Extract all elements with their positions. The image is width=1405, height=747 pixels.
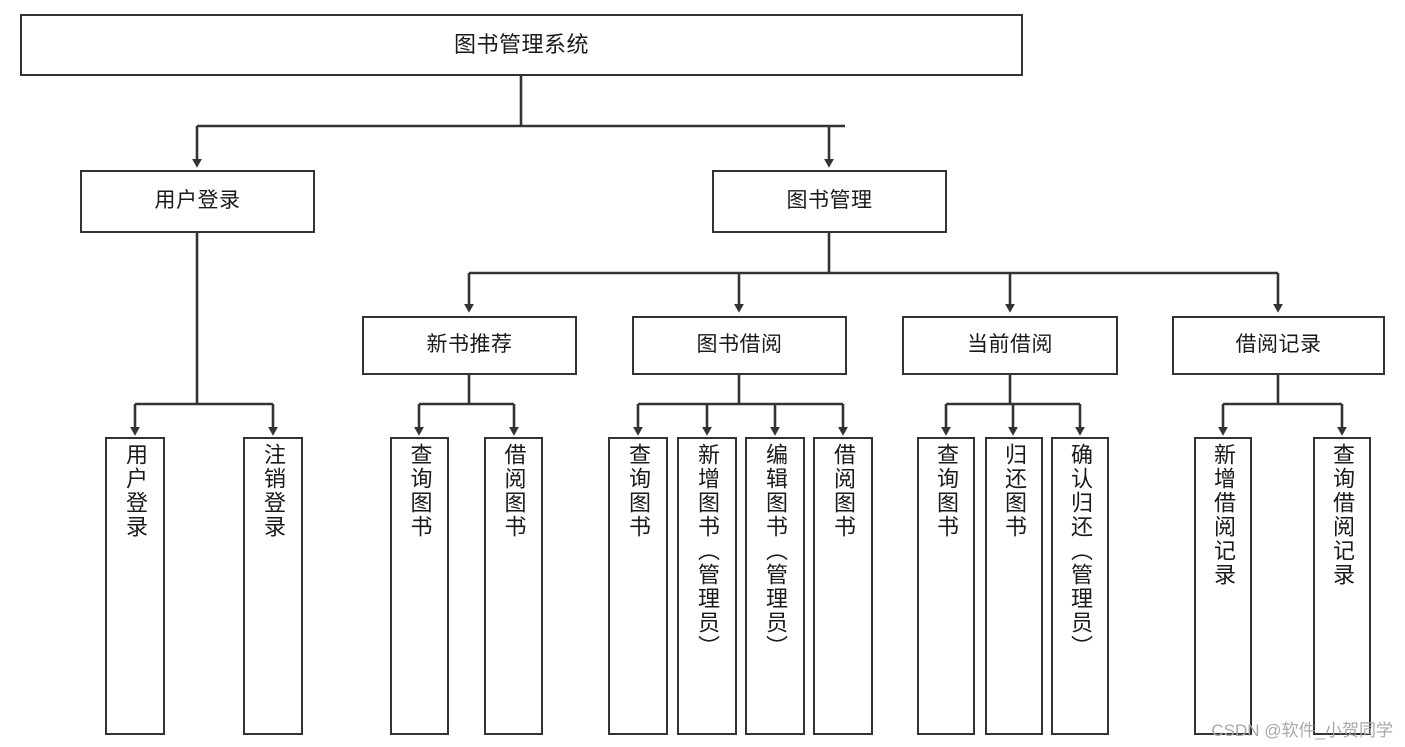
node-leaf-confirm-return[interactable]: 确认归还（管理员）: [1051, 437, 1109, 735]
node-leaf-add-record[interactable]: 新增借阅记录: [1194, 437, 1252, 735]
node-current-borrow[interactable]: 当前借阅: [902, 316, 1118, 375]
node-book-borrow[interactable]: 图书借阅: [632, 316, 847, 375]
node-leaf-query-book-a[interactable]: 查询图书: [390, 437, 449, 735]
node-leaf-query-book-a-label: 查询图书: [407, 443, 433, 539]
node-leaf-return-book[interactable]: 归还图书: [985, 437, 1043, 735]
node-leaf-query-book-c-label: 查询图书: [934, 443, 959, 539]
node-leaf-borrow-book-a-label: 借阅图书: [501, 443, 527, 539]
node-user-login-label: 用户登录: [154, 189, 241, 213]
node-leaf-add-record-label: 新增借阅记录: [1211, 443, 1236, 587]
node-current-borrow-label: 当前借阅: [967, 333, 1053, 357]
node-new-book-rec-label: 新书推荐: [426, 333, 513, 357]
node-book-borrow-label: 图书借阅: [696, 333, 783, 357]
node-root-label: 图书管理系统: [453, 32, 589, 58]
watermark: CSDN @软件_小贺同学: [1211, 721, 1393, 740]
node-user-login[interactable]: 用户登录: [80, 170, 315, 233]
node-leaf-borrow-book-a[interactable]: 借阅图书: [484, 437, 543, 735]
node-leaf-query-record[interactable]: 查询借阅记录: [1313, 437, 1371, 735]
node-leaf-edit-book-label: 编辑图书（管理员）: [763, 443, 788, 659]
node-leaf-user-login[interactable]: 用户登录: [105, 437, 165, 735]
node-book-manage[interactable]: 图书管理: [712, 170, 947, 233]
node-leaf-add-book[interactable]: 新增图书（管理员）: [677, 437, 737, 735]
node-leaf-add-book-label: 新增图书（管理员）: [695, 443, 720, 659]
node-borrow-record-label: 借阅记录: [1235, 333, 1322, 357]
node-borrow-record[interactable]: 借阅记录: [1172, 316, 1385, 375]
node-leaf-borrow-book-b[interactable]: 借阅图书: [813, 437, 873, 735]
node-leaf-query-book-b[interactable]: 查询图书: [608, 437, 668, 735]
node-leaf-confirm-return-label: 确认归还（管理员）: [1068, 443, 1093, 659]
node-leaf-borrow-book-b-label: 借阅图书: [831, 443, 856, 539]
node-leaf-query-book-c[interactable]: 查询图书: [917, 437, 975, 735]
node-leaf-edit-book[interactable]: 编辑图书（管理员）: [745, 437, 805, 735]
node-leaf-query-record-label: 查询借阅记录: [1330, 443, 1355, 587]
node-leaf-logout-label: 注销登录: [261, 443, 286, 539]
node-leaf-query-book-b-label: 查询图书: [626, 443, 651, 539]
node-leaf-return-book-label: 归还图书: [1002, 443, 1027, 539]
node-leaf-logout[interactable]: 注销登录: [243, 437, 303, 735]
node-book-manage-label: 图书管理: [786, 189, 873, 213]
node-leaf-user-login-label: 用户登录: [123, 443, 148, 539]
node-root[interactable]: 图书管理系统: [20, 14, 1023, 76]
node-new-book-rec[interactable]: 新书推荐: [362, 316, 577, 375]
